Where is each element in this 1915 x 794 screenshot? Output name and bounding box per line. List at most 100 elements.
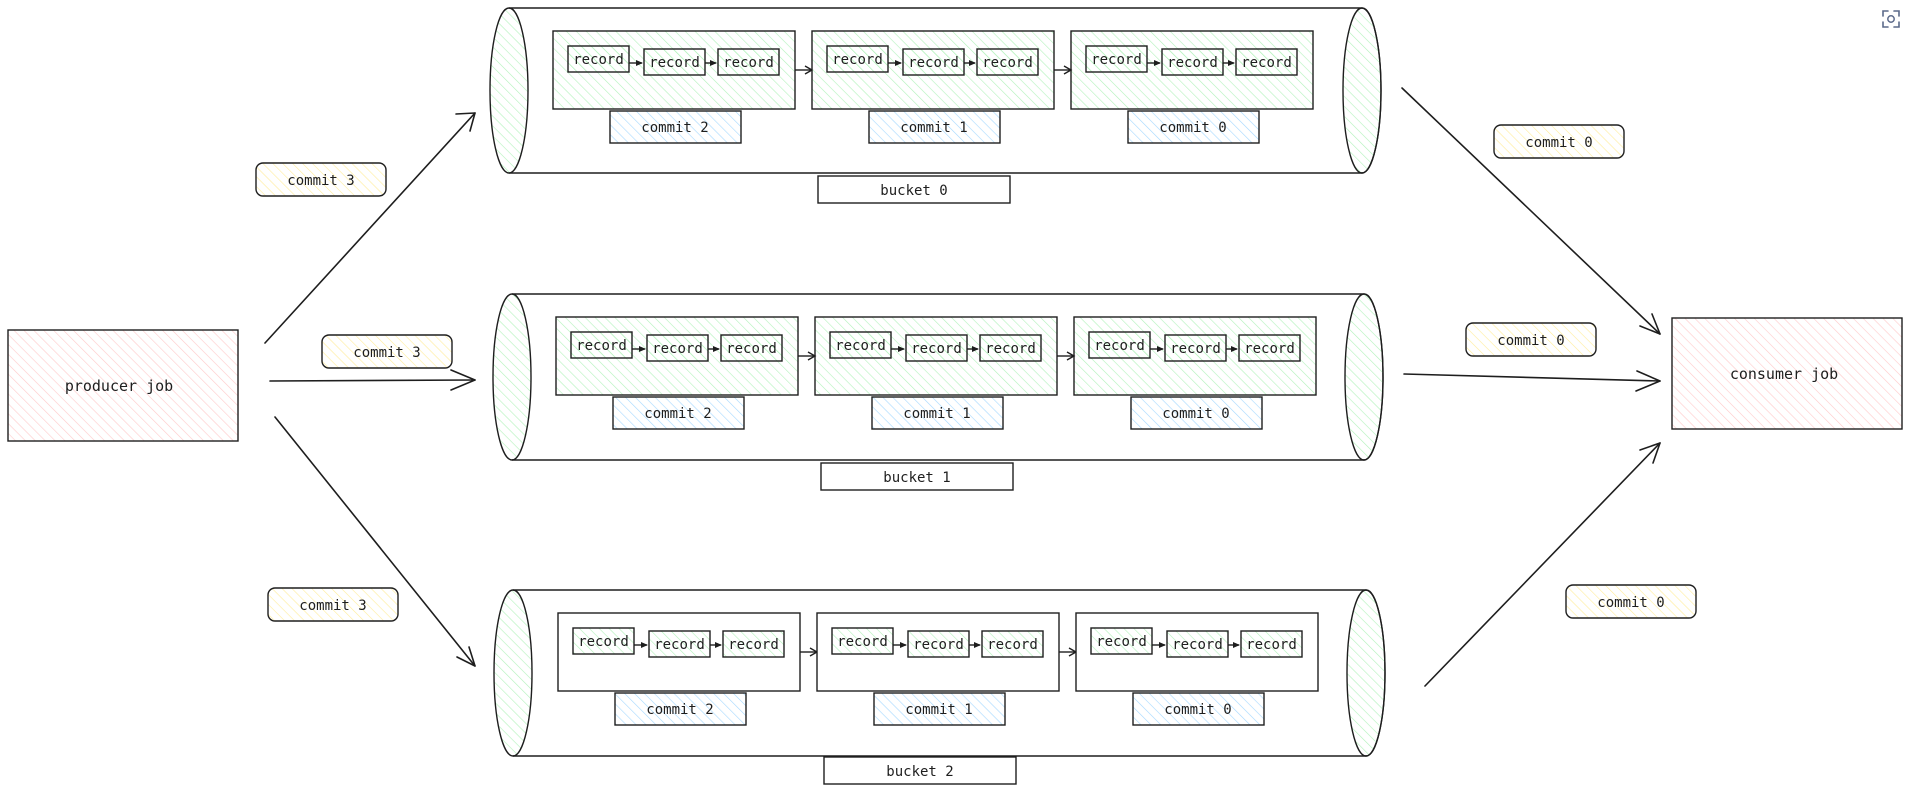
record-box: [976, 48, 1039, 76]
arrow-from-bucket-2: [1424, 442, 1661, 687]
commit-label-box: commit 2: [609, 110, 742, 144]
arrow-from-bucket-1: [1403, 373, 1661, 382]
record-box: [643, 48, 706, 76]
incoming-tag-0-label: commit 3: [287, 173, 354, 189]
record-box: [907, 630, 970, 658]
commit-label-bg: [614, 692, 747, 726]
consumer-job[interactable]: consumer job: [1671, 317, 1903, 430]
record-arrow-head: [900, 642, 907, 648]
bucket-0-label: bucket 0: [880, 183, 947, 199]
record-box: [648, 630, 711, 658]
record-1: record: [643, 48, 706, 76]
record-label: record: [1091, 52, 1142, 68]
record-label: record: [573, 52, 624, 68]
bucket-2-right-cap: [1346, 589, 1386, 757]
record-box: [717, 48, 780, 76]
outgoing-tag-1-label: commit 0: [1497, 333, 1564, 349]
bucket-0-right-cap: [1342, 7, 1382, 174]
record-2: record: [717, 48, 780, 76]
outgoing-tag-2-label: commit 0: [1597, 595, 1664, 611]
record-label: record: [1096, 634, 1147, 650]
commit-label-box: commit 1: [871, 396, 1004, 430]
record-box: [902, 48, 965, 76]
outgoing-tag-2: commit 0: [1565, 584, 1697, 619]
record-box: [1085, 45, 1148, 73]
commit-label-box: commit 2: [614, 692, 747, 726]
commit-label-bg: [873, 692, 1006, 726]
record-0: record: [1088, 331, 1151, 359]
record-0: record: [567, 45, 630, 73]
record-label: record: [576, 338, 627, 354]
record-0: record: [1090, 627, 1153, 655]
record-0: record: [826, 45, 889, 73]
record-box: [1166, 630, 1229, 658]
bucket-label-bg: [823, 756, 1017, 785]
arrow-from-bucket-0: [1401, 87, 1661, 335]
fit-screen-icon: [1882, 10, 1900, 28]
record-2: record: [1235, 48, 1298, 76]
incoming-tag-0: commit 3: [255, 162, 387, 197]
record-1: record: [907, 630, 970, 658]
bucket-2-label: bucket 2: [886, 764, 953, 780]
record-arrow-head: [974, 642, 981, 648]
record-arrow-head: [898, 346, 905, 352]
record-2: record: [976, 48, 1039, 76]
record-label: record: [1244, 341, 1295, 357]
record-label: record: [723, 55, 774, 71]
bucket-0-commit-group-0: record record record commit 2: [552, 30, 814, 144]
record-box: [1235, 48, 1298, 76]
record-0: record: [829, 331, 892, 359]
record-label: record: [649, 55, 700, 71]
record-box: [567, 45, 630, 73]
outgoing-tag-0-label: commit 0: [1525, 135, 1592, 151]
record-label: record: [835, 338, 886, 354]
record-arrow-head: [1231, 346, 1238, 352]
commit-label-bg: [871, 396, 1004, 430]
record-label: record: [726, 341, 777, 357]
incoming-tag-1-label: commit 3: [353, 345, 420, 361]
record-0: record: [572, 627, 635, 655]
record-label: record: [982, 55, 1033, 71]
fit-to-screen-button[interactable]: [1880, 8, 1902, 30]
record-box: [1161, 48, 1224, 76]
record-arrow-head: [639, 346, 646, 352]
record-box: [829, 331, 892, 359]
commit-label-bg: [1130, 396, 1263, 430]
commit-label-box: commit 0: [1130, 396, 1263, 430]
record-1: record: [905, 334, 968, 362]
incoming-commit-tags: commit 3 commit 3 commit 3: [255, 162, 453, 622]
record-label: record: [908, 55, 959, 71]
commit-label-box: commit 0: [1127, 110, 1260, 144]
record-box: [720, 334, 783, 362]
record-label: record: [578, 634, 629, 650]
record-box: [1090, 627, 1153, 655]
commit-label: commit 1: [903, 406, 970, 422]
bucket-0-left-cap: [489, 7, 529, 174]
record-box: [1164, 334, 1227, 362]
record-label: record: [1170, 341, 1221, 357]
commit-label: commit 0: [1162, 406, 1229, 422]
commit-label-bg: [1127, 110, 1260, 144]
record-arrow-head: [1159, 642, 1166, 648]
record-box: [1088, 331, 1151, 359]
commit-label: commit 0: [1164, 702, 1231, 718]
record-label: record: [1241, 55, 1292, 71]
record-label: record: [1172, 637, 1223, 653]
record-box: [905, 334, 968, 362]
producer-job[interactable]: producer job: [7, 329, 239, 442]
commit-label-bg: [609, 110, 742, 144]
record-box: [826, 45, 889, 73]
record-label: record: [985, 341, 1036, 357]
record-label: record: [987, 637, 1038, 653]
record-box: [572, 627, 635, 655]
bucket-1-label: bucket 1: [883, 470, 950, 486]
bucket-1-commit-group-2: record record record commit 0: [1073, 316, 1317, 430]
record-label: record: [654, 637, 705, 653]
record-box: [722, 630, 785, 658]
record-arrow-head: [1154, 60, 1161, 66]
record-arrow-head: [895, 60, 902, 66]
